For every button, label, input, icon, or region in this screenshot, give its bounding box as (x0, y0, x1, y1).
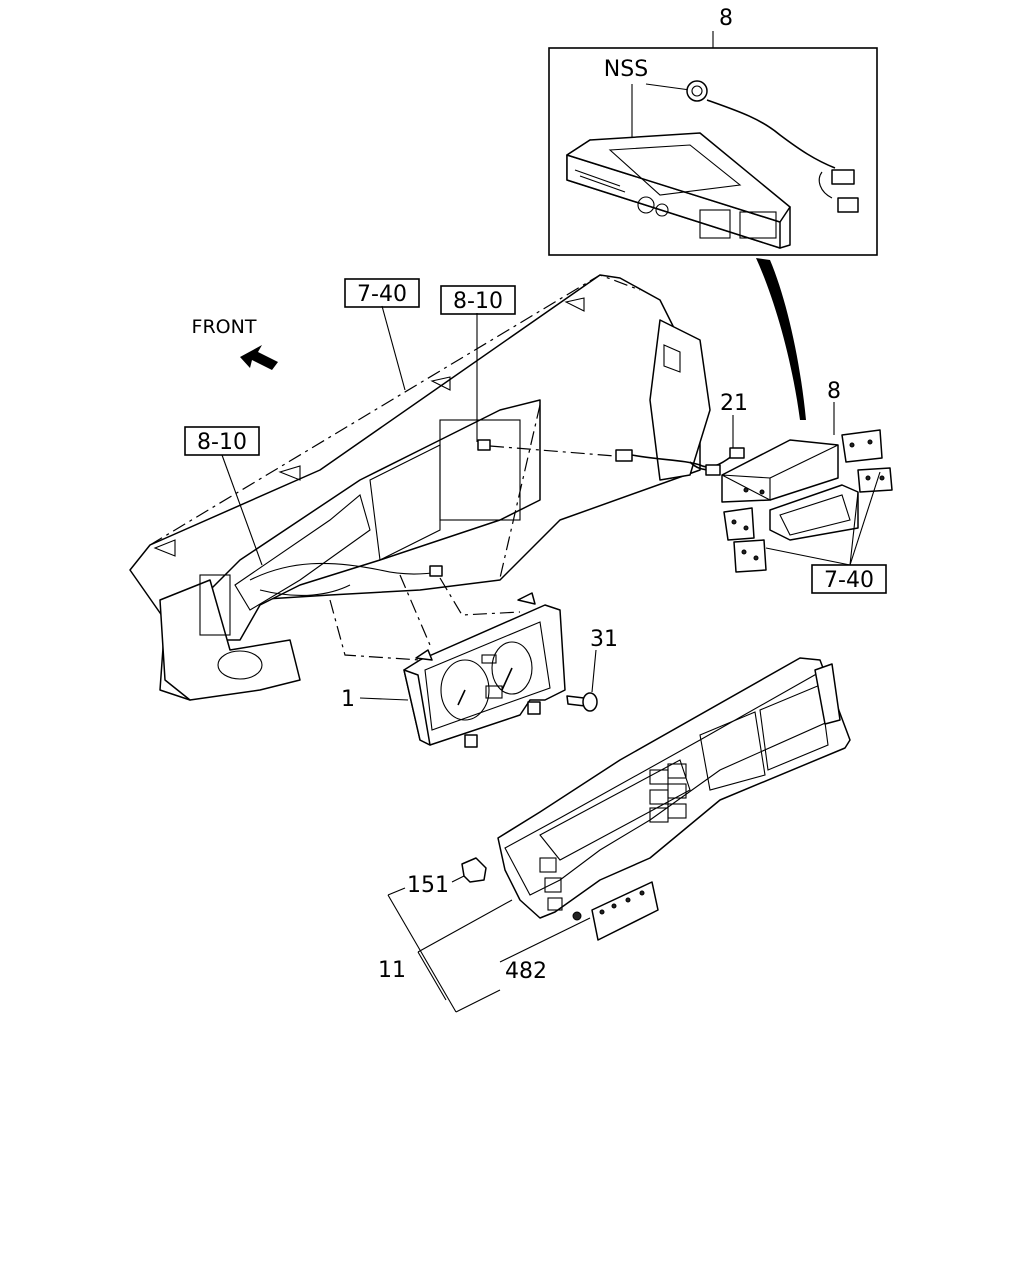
callout-meter-assembly: 1 (341, 687, 355, 712)
cluster-panel-11: 11 (378, 657, 851, 983)
ref-8-10-top: 8-10 (453, 289, 503, 314)
inset-audio-unit (566, 132, 791, 249)
callout-inset-part: 8 (719, 6, 733, 31)
ref-box-7-40-right: 7-40 (811, 564, 887, 594)
label-plate-482: 482 (499, 881, 659, 984)
ref-7-40-top: 7-40 (357, 282, 407, 307)
callout-audio-unit: 8 (827, 379, 841, 404)
inset-pointer-arrow (756, 258, 806, 420)
inset-antenna-cable (686, 80, 859, 213)
dashboard-assembly (129, 274, 711, 701)
callout-label-plate: 482 (505, 959, 547, 984)
ref-box-8-10-top: 8-10 (440, 285, 516, 315)
callout-cluster-panel: 11 (378, 958, 406, 983)
harness-21: 21 (615, 391, 748, 476)
ref-box-8-10-left: 8-10 (184, 426, 260, 456)
callout-clip: 151 (407, 873, 449, 898)
front-arrow-icon (240, 345, 278, 370)
screw-31: 31 (566, 627, 618, 712)
callout-nss: NSS (604, 57, 648, 82)
front-label: FRONT (192, 316, 257, 338)
clip-151: 151 (407, 857, 487, 898)
front-direction-indicator: FRONT (192, 316, 278, 370)
ref-box-7-40-top: 7-40 (344, 278, 420, 308)
grouping-bracket (387, 887, 501, 1013)
ref-7-40-right: 7-40 (824, 568, 874, 593)
callout-screw: 31 (590, 627, 618, 652)
assembly-guides (329, 404, 616, 661)
inset-detail: 8 NSS (548, 6, 878, 256)
ref-8-10-left: 8-10 (197, 430, 247, 455)
meter-assembly-1: 1 (341, 592, 566, 748)
callout-harness: 21 (720, 391, 748, 416)
audio-unit-8: 8 (721, 379, 893, 573)
